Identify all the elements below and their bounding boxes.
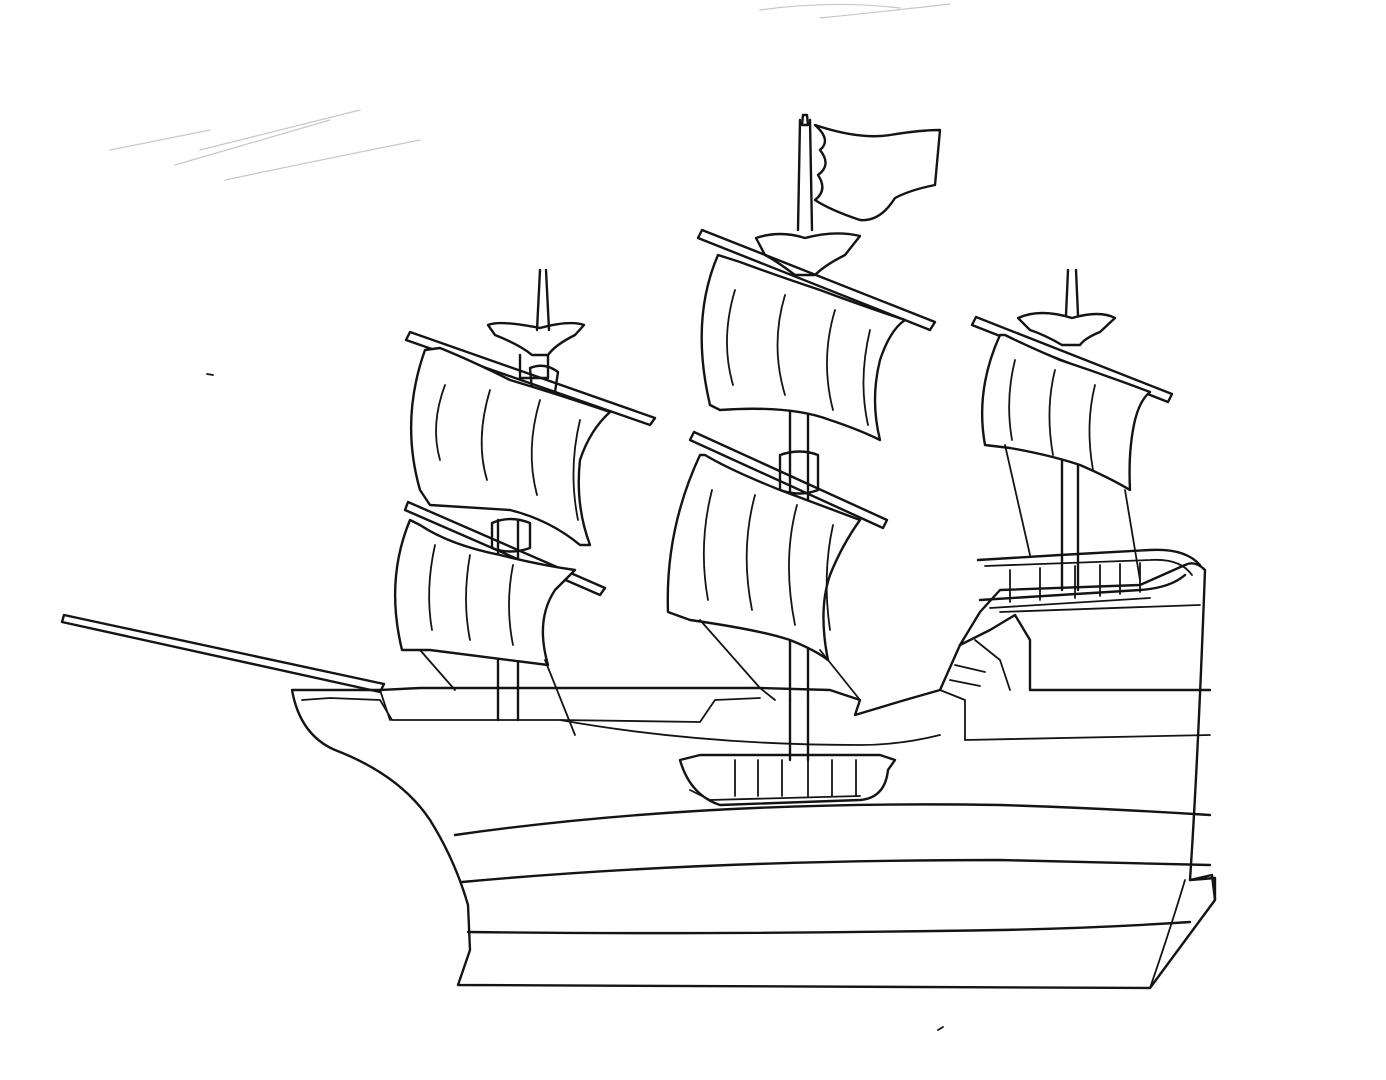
mizzen-sail <box>980 333 1152 492</box>
main-mast <box>688 113 937 762</box>
flag <box>813 123 942 222</box>
ship-hull <box>290 548 1217 990</box>
fore-course-sail <box>393 518 577 667</box>
main-topsail <box>700 253 907 442</box>
rigging <box>419 444 1141 736</box>
main-course-sail <box>666 453 862 662</box>
pencil-marks <box>109 3 951 1031</box>
bowsprit <box>60 613 386 694</box>
fore-topsail <box>409 346 612 547</box>
